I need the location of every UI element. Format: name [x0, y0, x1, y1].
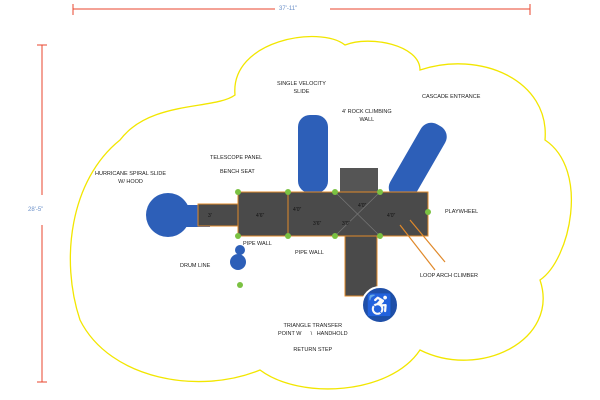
deck-1	[197, 203, 239, 227]
stair-deck	[344, 235, 378, 297]
accessibility-icon	[361, 286, 399, 324]
loop-arch-climber	[399, 219, 446, 271]
depth-dimension-line	[37, 44, 47, 383]
single-velocity-slide	[298, 115, 328, 193]
label-cascade-entrance: CASCADE ENTRANCE	[422, 94, 481, 100]
label-loop-arch-climber: LOOP ARCH CLIMBER	[420, 273, 478, 279]
label-telescope-panel: TELESCOPE PANEL	[210, 155, 263, 161]
deck-height: 3'	[208, 213, 212, 219]
deck-height: 4'0"	[358, 203, 367, 209]
label-pipe-wall: PIPE WALL	[295, 250, 324, 256]
width-dimension-line	[72, 4, 531, 15]
width-dimension: 37'-11"	[279, 6, 298, 12]
deck-height: 3'0"	[342, 221, 351, 227]
svg-text:♿: ♿	[366, 293, 393, 318]
rock-climbing-wall	[340, 168, 378, 192]
posts	[235, 189, 431, 288]
deck-height: 3'6"	[313, 221, 322, 227]
label-playwheel: PLAYWHEEL	[445, 209, 479, 215]
depth-dimension: 28'-5"	[28, 207, 44, 213]
drum-line	[230, 254, 246, 270]
label-drum-line: DRUM LINE	[180, 263, 211, 269]
deck-height: 4'0"	[387, 213, 396, 219]
use-zone-boundary	[69, 35, 573, 390]
label-bench-seat: BENCH SEAT	[220, 169, 255, 175]
deck-height: 4'0"	[293, 207, 302, 213]
cascade-entrance-slide	[388, 122, 447, 202]
deck-height: 4'6"	[256, 213, 265, 219]
label-pipe-wall: PIPE WALL	[243, 241, 272, 247]
